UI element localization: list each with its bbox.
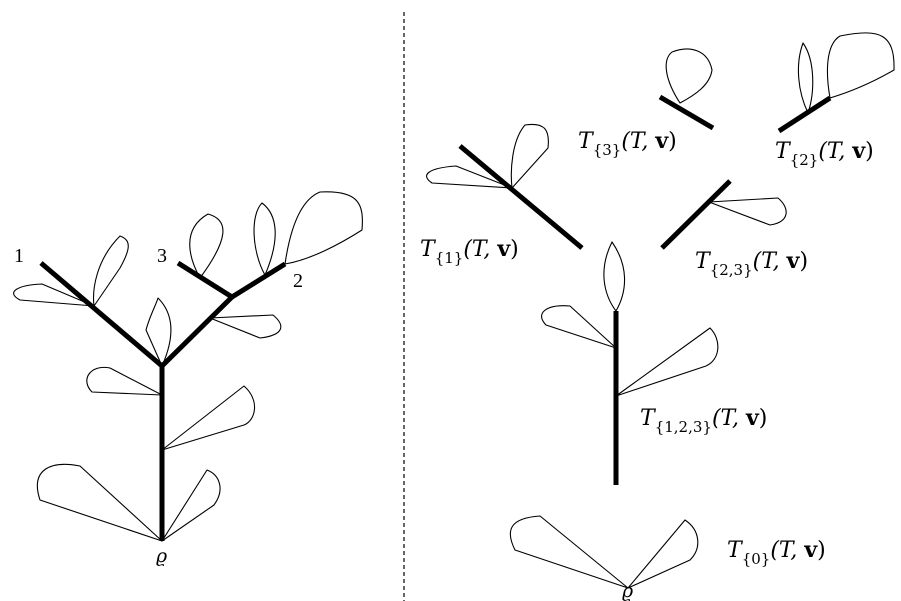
petal [603, 241, 626, 312]
label-v: v [496, 236, 511, 262]
label-close: ) [799, 249, 808, 274]
root-label-right: ϱ [622, 580, 634, 601]
piece-T23 [660, 179, 787, 250]
label-v: v [851, 138, 866, 164]
piece-T0: ϱ [509, 515, 699, 601]
piece-T123 [541, 241, 719, 485]
label-v: v [803, 537, 818, 563]
root-label: ϱ [156, 545, 168, 567]
segment [660, 179, 732, 250]
petal [510, 123, 549, 189]
label-subscript: {2} [790, 151, 819, 169]
label-close: ) [817, 538, 826, 563]
leaf-label-3: 3 [157, 245, 167, 267]
petal [161, 469, 221, 542]
label-close: ) [865, 139, 874, 164]
petal [826, 32, 895, 99]
label-close: ) [668, 129, 677, 154]
petal [36, 463, 163, 542]
segment [658, 94, 715, 131]
label-subscript: {0} [742, 550, 771, 568]
label-T-symbol: T [578, 129, 595, 154]
petal [541, 305, 617, 349]
petal [426, 165, 513, 189]
label-T-symbol: T [420, 237, 437, 262]
petal [509, 515, 629, 589]
label-v: v [745, 405, 760, 431]
label-T-symbol: T [775, 139, 792, 164]
label-args: (T, [753, 249, 787, 274]
piece-T2 [777, 32, 895, 134]
piece-T3 [658, 48, 715, 131]
petal [145, 297, 172, 367]
petal [93, 235, 129, 307]
label-subscript: {3} [593, 141, 622, 159]
petal [708, 197, 787, 226]
left-tree-petals [13, 191, 363, 542]
segment [777, 95, 832, 134]
branch-to-junction [160, 295, 234, 368]
label-T-symbol: T [727, 538, 744, 563]
label-args: (T, [621, 129, 655, 154]
petal [797, 42, 814, 114]
label-T1: T{1}(T, v) [420, 236, 519, 267]
label-T2: T{2}(T, v) [775, 138, 874, 169]
label-subscript: {1} [435, 249, 464, 267]
piece-T1 [426, 123, 584, 250]
label-args: (T, [818, 139, 852, 164]
petal [627, 519, 699, 589]
petal [665, 48, 713, 104]
petal [161, 385, 256, 451]
label-close: ) [759, 406, 768, 431]
branch-to-leaf-1 [39, 261, 164, 368]
label-T3: T{3}(T, v) [578, 128, 677, 159]
label-T-symbol: T [640, 406, 657, 431]
right-pieces: ϱ T{3}(T, v) T{2}(T, v) T{1}(T, v) T{2,3… [420, 32, 895, 601]
label-v: v [786, 248, 801, 274]
segment [458, 144, 584, 250]
label-T-symbol: T [695, 249, 712, 274]
petal [209, 314, 282, 339]
leaf-label-2: 2 [293, 270, 303, 292]
leaf-label-1: 1 [14, 245, 24, 267]
petal [189, 213, 224, 279]
label-args: (T, [463, 237, 497, 262]
petal [253, 202, 276, 276]
label-v: v [654, 128, 669, 154]
label-subscript: {2,3} [710, 261, 753, 279]
label-T123: T{1,2,3}(T, v) [640, 405, 767, 436]
label-subscript: {1,2,3} [655, 418, 712, 436]
label-args: (T, [770, 538, 804, 563]
petal [284, 191, 363, 265]
label-T23: T{2,3}(T, v) [695, 248, 808, 279]
branch-to-leaf-2 [230, 261, 287, 300]
label-args: (T, [712, 406, 746, 431]
petal [13, 283, 95, 307]
label-T0: T{0}(T, v) [727, 537, 826, 568]
petal [615, 327, 719, 397]
label-close: ) [510, 237, 519, 262]
branch-to-leaf-3 [176, 260, 234, 300]
petal [86, 366, 163, 396]
left-tree: 1 3 2 ϱ [13, 191, 363, 567]
